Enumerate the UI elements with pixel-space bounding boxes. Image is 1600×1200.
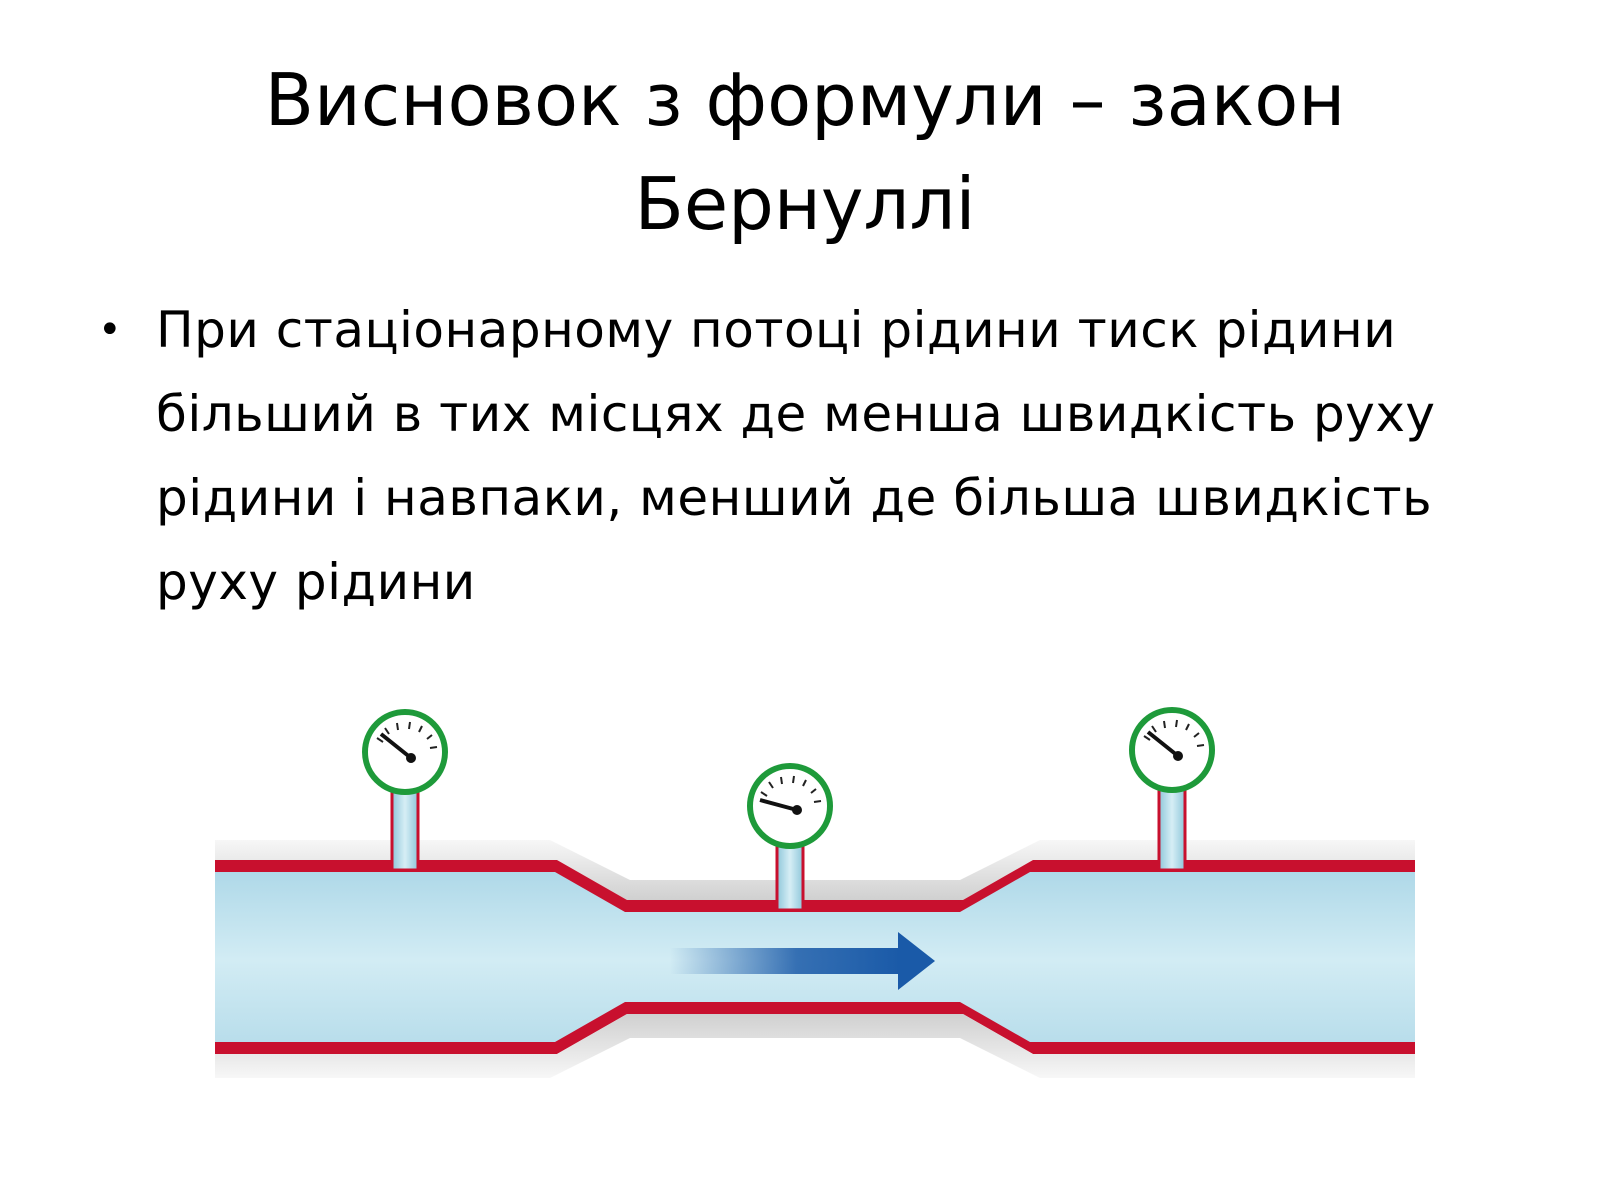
- bernoulli-pipe-diagram: [215, 707, 1415, 1078]
- bullet-dot-icon: •: [98, 307, 123, 353]
- pipe-bottom-wall: [215, 1014, 1415, 1078]
- pipe-top-lining: [215, 860, 1415, 912]
- bullet-text: При стаціонарному потоці рідини тиск рід…: [156, 301, 1436, 611]
- slide-title: Висновок з формули – закон Бернуллі: [264, 58, 1346, 246]
- pipe-top-wall: [215, 840, 1415, 900]
- bullet-list: • При стаціонарному потоці рідини тиск р…: [92, 288, 1532, 624]
- bullet-item: • При стаціонарному потоці рідини тиск р…: [92, 288, 1532, 624]
- middle-pressure-gauge: [747, 763, 833, 912]
- flow-arrow-icon: [670, 932, 935, 990]
- right-pressure-gauge: [1129, 707, 1215, 872]
- pipe-bottom-lining: [215, 1002, 1415, 1054]
- left-pressure-gauge: [362, 709, 448, 872]
